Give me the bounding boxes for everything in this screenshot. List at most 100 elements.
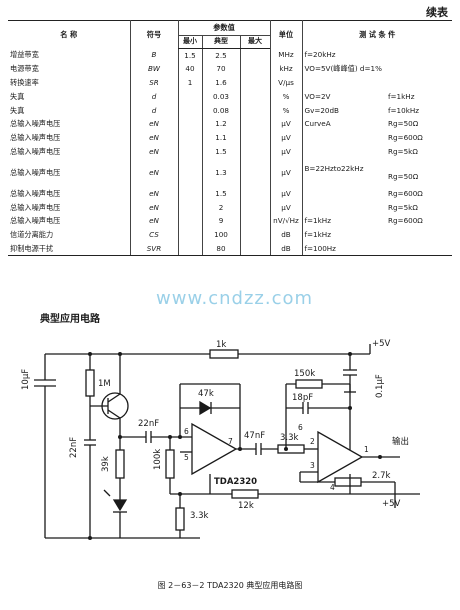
cell-symbol: eN [129,131,178,146]
condition-secondary: Rg=600Ω [388,216,423,226]
cell-symbol: eN [129,214,178,229]
cell-unit: V/μs [269,76,302,90]
cell-max [239,186,270,201]
header-symbol: 符号 [129,20,178,49]
figure-caption: 图 2－63－2 TDA2320 典型应用电路图 [157,581,303,590]
cell-symbol: BW [129,62,178,77]
watermark: www.cndzz.com [156,288,314,309]
condition-secondary: f=1kHz [388,91,415,101]
continued-label: 续表 [426,6,448,19]
condition-secondary: f=10kHz [388,105,420,115]
cell-symbol: d [129,103,178,118]
cell-max [239,228,270,243]
condition-secondary [388,51,450,59]
condition-primary [305,190,389,198]
header-param-group: 参数值 [177,20,270,36]
label-ic: TDA2320 [214,477,257,487]
header-typ: 典型 [201,35,240,49]
condition-primary [305,204,389,212]
cell-unit: nV/√Hz [269,214,302,229]
cell-conditions: Rg=600Ω [301,131,452,146]
pin-3: 3 [310,461,315,470]
cell-typ: 100 [201,228,240,243]
cell-typ: 0.03 [201,89,240,104]
cell-symbol: d [129,89,178,104]
cell-max [239,103,270,118]
cell-max [239,145,270,159]
cell-typ: 1.6 [201,76,240,90]
cell-unit: μV [269,145,302,159]
cell-max [239,158,270,187]
cell-symbol: eN [129,158,178,187]
label-3-3k-mid: 3.3k [280,433,299,443]
header-unit: 单位 [269,20,302,49]
cell-name: 转换速率 [10,78,39,88]
label-supply-bottom: +5V [382,499,401,509]
header-max: 最大 [239,35,270,49]
cell-unit: kHz [269,62,302,77]
condition-secondary [388,65,450,73]
cell-name: 总输入噪声电压 [10,133,61,143]
cell-min: 1 [177,76,202,90]
cell-min [177,89,202,104]
cell-unit: dB [269,242,302,257]
condition-secondary [388,231,450,239]
pin-2: 2 [310,437,315,446]
cell-unit: μV [269,131,302,146]
label-3-3k-bottom: 3.3k [190,511,209,521]
cell-symbol: SR [129,76,178,90]
condition-primary: VO=5V(峰峰值) d=1% [304,64,382,74]
cell-min [177,200,202,215]
cell-min: 40 [177,62,202,77]
cell-max [239,242,270,257]
cell-symbol: eN [129,186,178,201]
cell-min [177,158,202,187]
pin-6b: 6 [298,423,303,432]
cell-conditions: VO=5V(峰峰值) d=1% [301,62,452,77]
cell-conditions: Rg=600Ω [301,186,452,201]
condition-primary: f=100Hz [304,243,336,253]
cell-symbol: eN [129,145,178,159]
section-title: 典型应用电路 [40,314,100,325]
label-47nf: 47nF [244,431,265,441]
pin-4: 4 [330,483,335,492]
label-22nf-in: 22nF [138,419,159,429]
pin-6a: 6 [184,427,189,436]
condition-primary: B=22Hzto22kHz [304,163,364,173]
cell-name: 失真 [10,105,25,115]
label-100k: 100k [153,449,163,470]
cell-unit: dB [269,228,302,243]
cell-unit: MHz [269,48,302,63]
condition-secondary [388,245,450,253]
cell-conditions: Rg=5kΩ [301,145,452,159]
cell-unit: μV [269,117,302,132]
pin-1: 1 [364,445,369,454]
cell-typ: 9 [201,214,240,229]
cell-typ: 80 [201,242,240,257]
cell-name: 总输入噪声电压 [10,202,61,212]
condition-secondary: Rg=50Ω [388,119,419,129]
cell-typ: 70 [201,62,240,77]
cell-min [177,131,202,146]
label-1m: 1M [98,379,111,389]
label-12k: 12k [238,501,254,511]
cell-typ: 1.5 [201,145,240,159]
condition-primary [305,134,389,142]
cell-min [177,228,202,243]
condition-secondary: Rg=600Ω [388,133,423,143]
label-150k: 150k [294,369,315,379]
cell-name: 电源带宽 [10,64,39,74]
cell-max [239,48,270,63]
condition-primary: f=1kHz [304,216,331,226]
pin-7a: 7 [228,437,233,446]
condition-secondary: Rg=50Ω [388,171,419,181]
